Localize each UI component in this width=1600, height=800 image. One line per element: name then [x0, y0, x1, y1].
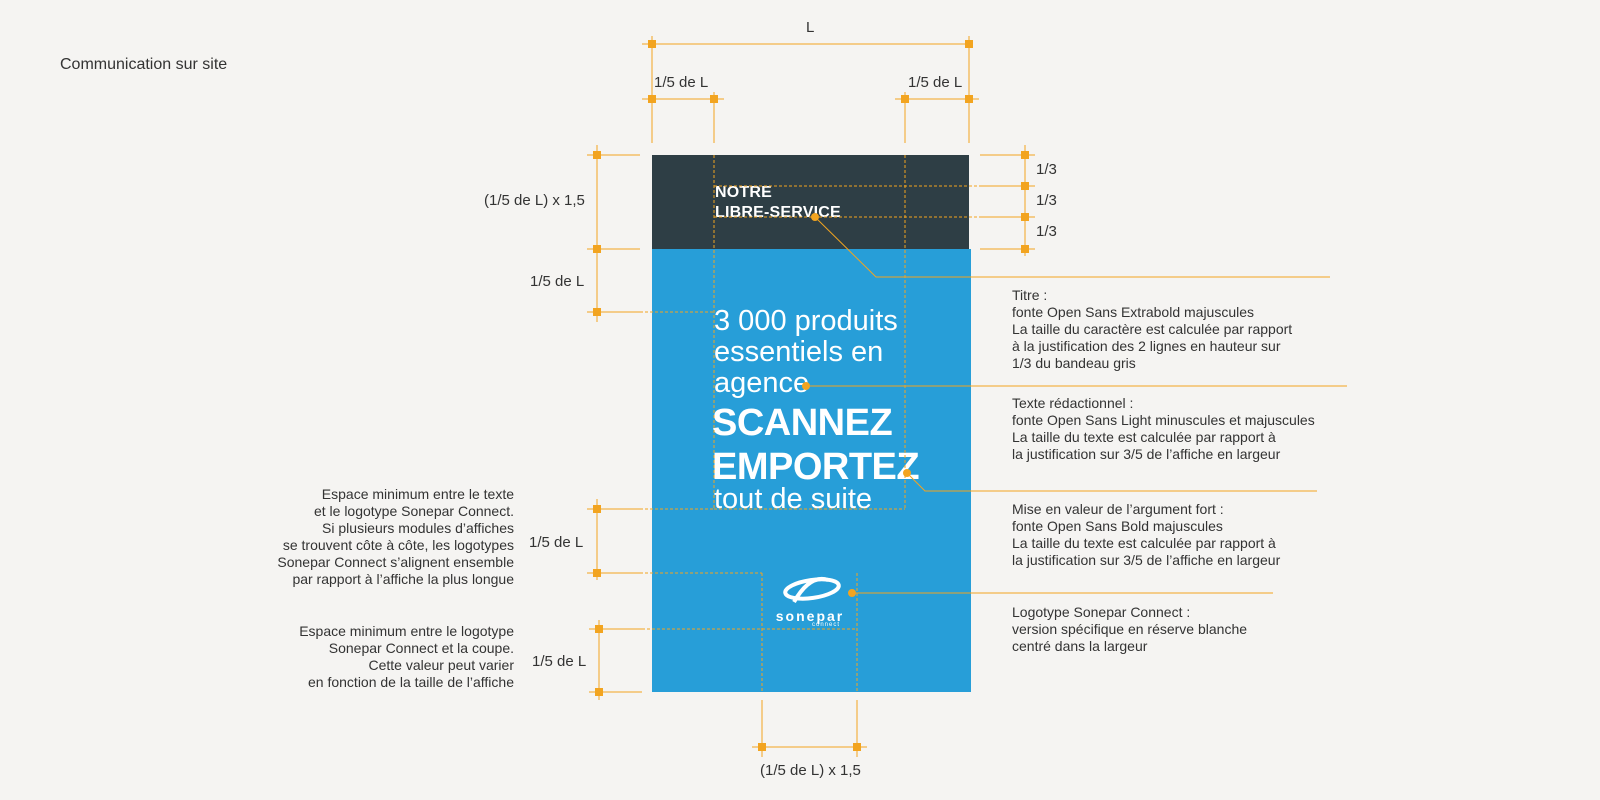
dim-fifth-left: 1/5 de L	[654, 74, 709, 91]
dim-third-1: 1/3	[1036, 161, 1057, 178]
logo-subtitle: connect	[812, 622, 841, 628]
dim-band-height: (1/5 de L) x 1,5	[484, 192, 585, 209]
poster-strong-line1: SCANNEZ	[712, 402, 893, 444]
dim-gap-logo-cut: 1/5 de L	[532, 653, 587, 670]
poster-body-line2: essentiels en	[714, 336, 884, 368]
dim-third-2: 1/3	[1036, 192, 1057, 209]
logo-wordmark: sonepar	[775, 608, 845, 624]
poster-body	[652, 249, 971, 692]
note-argument-fort: Mise en valeur de l’argument fort : font…	[1012, 501, 1281, 568]
dim-gap-band-text: 1/5 de L	[530, 273, 585, 290]
poster-body-line1: 3 000 produits	[714, 305, 898, 337]
note-espace-logo-coupe: Espace minimum entre le logotype Sonepar…	[299, 623, 514, 690]
note-espace-texte-logo: Espace minimum entre le texte et le logo…	[277, 486, 514, 587]
poster-strong-line2: EMPORTEZ	[712, 446, 920, 488]
poster-title-band	[652, 155, 969, 249]
note-titre: Titre : fonte Open Sans Extrabold majusc…	[1012, 287, 1293, 371]
dim-third-3: 1/3	[1036, 223, 1057, 240]
sonepar-logo-icon	[783, 577, 841, 604]
note-logotype: Logotype Sonepar Connect : version spéci…	[1012, 604, 1248, 654]
page-title: Communication sur site	[60, 56, 228, 73]
dim-total-width: L	[806, 19, 815, 36]
poster-body-line3: agence	[714, 367, 810, 399]
poster-body-text: 3 000 produits essentiels en agence	[714, 306, 914, 399]
poster-title-line1: NOTRE	[715, 184, 772, 201]
dim-logo-width: (1/5 de L) x 1,5	[760, 762, 861, 779]
dim-fifth-right: 1/5 de L	[908, 74, 963, 91]
note-texte-redactionnel: Texte rédactionnel : fonte Open Sans Lig…	[1012, 395, 1315, 462]
poster-strong-text: SCANNEZ EMPORTEZ	[712, 401, 920, 489]
dim-gap-text-logo: 1/5 de L	[529, 534, 584, 551]
